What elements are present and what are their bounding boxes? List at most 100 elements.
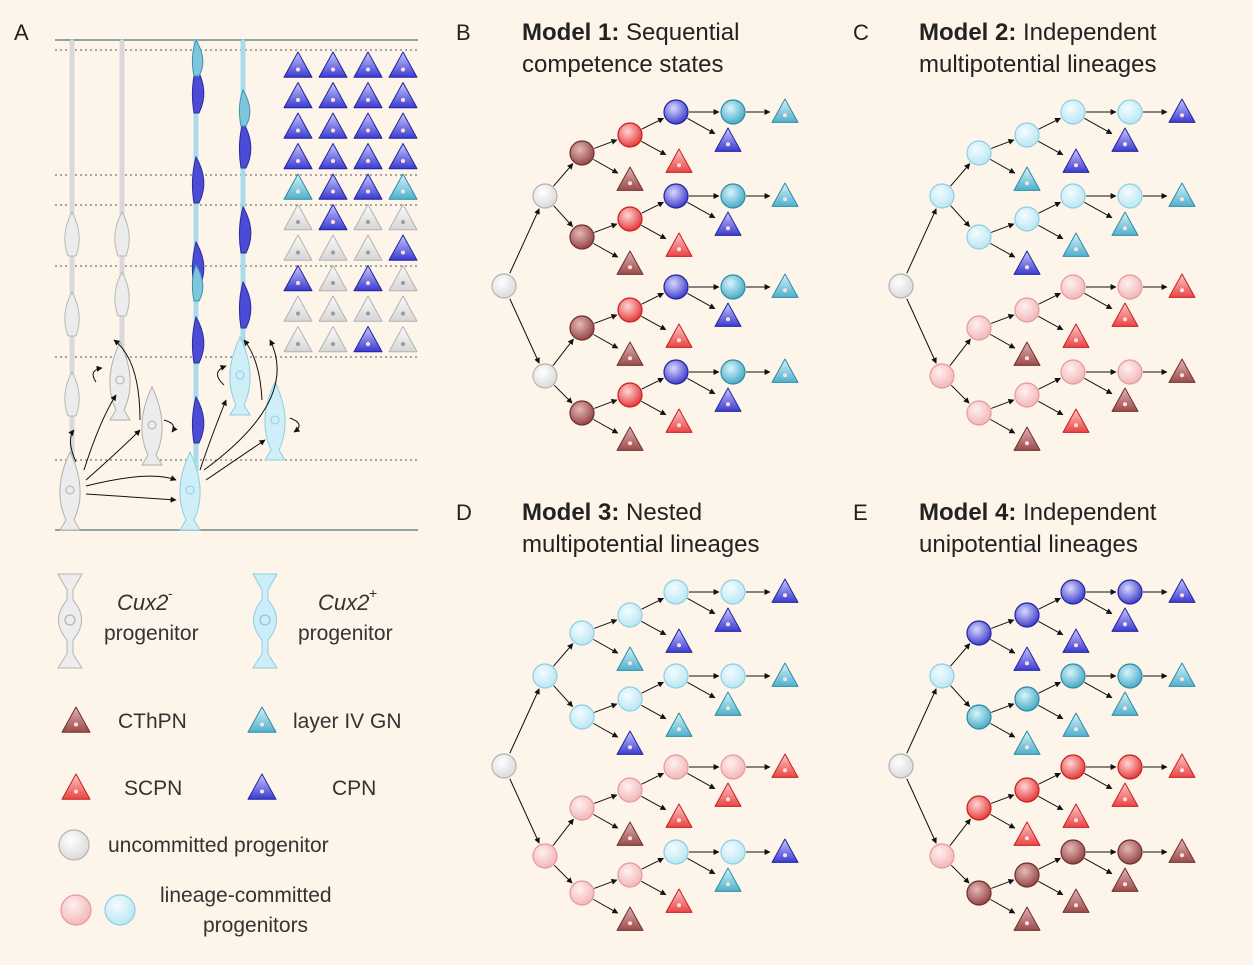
- lineage-arrow: [949, 338, 971, 367]
- lineage-arrow: [687, 772, 716, 790]
- progenitor-level2: [966, 140, 992, 166]
- neuron-layer_iv: [1013, 730, 1041, 755]
- triangle-cthpn: [61, 706, 91, 733]
- neuron-scpn: [1062, 323, 1090, 348]
- cortical-neuron-cpn: [388, 51, 418, 78]
- neuron-scpn: [1062, 408, 1090, 433]
- lineage-arrow: [641, 377, 665, 390]
- lineage-arrow: [950, 864, 970, 884]
- cortical-neuron-layer_iv: [283, 173, 313, 200]
- root-progenitor: [491, 753, 517, 779]
- cortical-neuron-cpn: [353, 112, 383, 139]
- progenitor-level5: [720, 754, 746, 780]
- lineage-arrow: [641, 681, 665, 694]
- cortex-schematic: [55, 38, 418, 531]
- progenitor-level3: [617, 777, 643, 803]
- lineage-arrow: [553, 384, 573, 404]
- progenitor-level3: [617, 686, 643, 712]
- cortical-neuron-cpn: [388, 82, 418, 109]
- lineage-arrow: [1084, 201, 1113, 219]
- cortical-neuron-cpn: [318, 173, 348, 200]
- neuron-layer_iv: [714, 691, 742, 716]
- lineage-arrow: [990, 314, 1015, 324]
- root-progenitor: [491, 273, 517, 299]
- triangle-scpn: [61, 773, 91, 800]
- progenitor-level3: [1014, 206, 1040, 232]
- lineage-arrow: [593, 333, 619, 349]
- progenitor-level2: [569, 795, 595, 821]
- cortical-neuron-grey: [388, 326, 418, 353]
- circle-pink: [60, 894, 92, 926]
- neuron-layer_iv: [1168, 662, 1196, 687]
- progenitor-level3: [1014, 122, 1040, 148]
- lineage-arrow: [687, 597, 716, 615]
- lineage-arrow: [990, 158, 1016, 174]
- lineage-arrow: [906, 778, 937, 844]
- cortical-neuron-cpn: [283, 82, 313, 109]
- migrating-neuron-blue: [191, 65, 205, 114]
- neuron-layer_iv: [1062, 232, 1090, 257]
- lineage-arrow: [1038, 140, 1064, 156]
- neuron-cpn: [714, 387, 742, 412]
- lineage-arrow: [92, 365, 103, 383]
- cortical-neuron-grey: [318, 295, 348, 322]
- neuron-layer_iv: [771, 98, 799, 123]
- progenitor-level3: [1014, 862, 1040, 888]
- lineage-arrow: [1038, 704, 1064, 720]
- cortical-neuron-cpn: [353, 51, 383, 78]
- legend-cux2-positive-sup: +: [369, 585, 377, 601]
- cortical-neuron-grey: [283, 204, 313, 231]
- neuron-cpn: [771, 838, 799, 863]
- lineage-arrow: [593, 314, 618, 324]
- cortical-neuron-grey: [353, 204, 383, 231]
- lineage-arrow: [990, 619, 1015, 629]
- lineage-arrow: [1038, 681, 1062, 694]
- progenitor-level1: [929, 183, 955, 209]
- cux2-positive-progenitor: [179, 450, 201, 531]
- lineage-arrow: [641, 224, 667, 240]
- cortical-neuron-cpn: [283, 265, 313, 292]
- lineage-arrow: [593, 898, 619, 914]
- legend-cpn-icon: [247, 773, 277, 800]
- neuron-scpn: [1111, 302, 1139, 327]
- panel-letter-e: E: [853, 500, 868, 525]
- migrating-neuron-blue: [191, 395, 205, 444]
- lineage-arrow: [1038, 880, 1064, 896]
- neuron-layer_iv: [1062, 712, 1090, 737]
- progenitor-level5: [720, 359, 746, 385]
- lineage-arrow: [552, 818, 574, 847]
- lineage-arrow: [641, 795, 667, 811]
- progenitor-level4: [663, 579, 689, 605]
- progenitor-level5: [720, 663, 746, 689]
- model-title: Model 2: Independent: [919, 19, 1157, 46]
- lineage-arrow: [85, 429, 141, 481]
- lineage-arrow: [641, 704, 667, 720]
- lineage-arrow: [509, 298, 540, 364]
- cortical-neuron-grey: [318, 265, 348, 292]
- legend: Cux2 - progenitor Cux2 + progenitor CThP…: [57, 573, 402, 937]
- neuron-cthpn: [1013, 906, 1041, 931]
- triangle-cpn: [247, 773, 277, 800]
- migrating-neuron-light: [191, 38, 204, 77]
- circle-blue: [104, 894, 136, 926]
- progenitor-level3: [617, 862, 643, 888]
- panel-letter-a: A: [14, 20, 29, 45]
- progenitor-level3: [617, 297, 643, 323]
- progenitor-level2: [966, 224, 992, 250]
- progenitor-level4: [1060, 579, 1086, 605]
- progenitor-level5: [1117, 754, 1143, 780]
- progenitor-level5: [720, 579, 746, 605]
- lineage-arrow: [1038, 772, 1062, 785]
- progenitor-level2: [966, 315, 992, 341]
- neuron-layer_iv: [714, 867, 742, 892]
- migrating-neuron-grey: [114, 270, 130, 317]
- legend-committed-label-line2: progenitors: [203, 914, 308, 937]
- lineage-arrow: [593, 703, 618, 713]
- lineage-arrow: [990, 418, 1016, 434]
- neuron-layer_iv: [616, 646, 644, 671]
- legend-cux2-negative-label: progenitor: [104, 622, 199, 645]
- lineage-arrow: [990, 898, 1016, 914]
- cortical-neuron-cpn: [353, 82, 383, 109]
- neuron-cthpn: [1111, 867, 1139, 892]
- lineage-arrow: [641, 292, 665, 305]
